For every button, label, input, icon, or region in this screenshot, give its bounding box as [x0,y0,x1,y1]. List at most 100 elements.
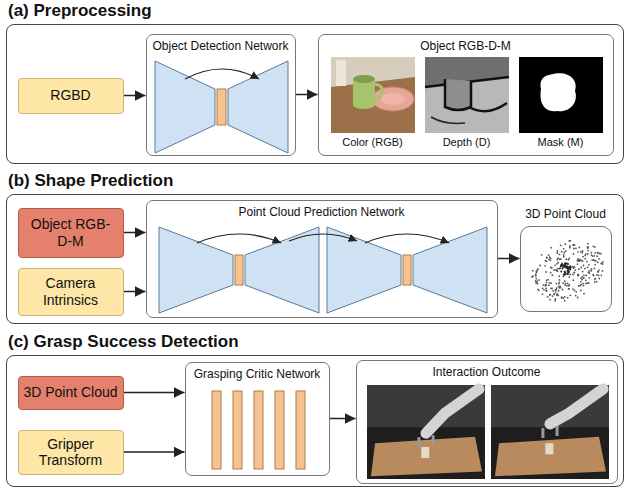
illustration-part [531,269,533,271]
illustration-part [582,284,584,286]
illustration-part [600,262,602,264]
illustration-part [581,250,583,252]
illustration-part [569,268,571,270]
illustration-part [547,254,549,256]
illustration-part [560,270,562,272]
illustration-part [569,266,571,268]
illustration-part [560,296,562,298]
illustration-part [534,275,536,277]
illustration-part [535,277,537,279]
illustration-part [421,447,429,458]
illustration-part [545,281,547,283]
illustration-part [551,274,553,276]
illustration-part [584,279,586,281]
flow-arrow [124,232,146,234]
illustration-part [569,245,571,247]
illustration-part [565,284,567,286]
illustration-part [560,263,562,265]
illustration-part [594,277,596,279]
illustration-part [563,299,565,301]
illustration-part [563,296,565,298]
illustration-part [546,296,548,298]
illustration-part [425,57,509,133]
illustration-part [596,255,598,257]
illustration-part [546,257,548,259]
illustration-part [582,282,584,284]
illustration-part [593,267,595,269]
illustration-part [594,251,596,253]
illustration-part [556,250,558,252]
illustration-part [556,293,558,295]
illustration-part [593,278,595,280]
illustration-part [563,263,565,265]
illustration-part [594,260,596,262]
illustration-part [592,273,594,275]
illustration-part [571,265,573,267]
illustration-part [595,280,597,282]
illustration-part [567,267,569,269]
illustration-part [550,282,552,284]
panel-heading: (a) Preprocessing [8,1,152,21]
illustration-part [575,290,577,292]
illustration-part [588,276,590,278]
illustration-part [586,266,588,268]
illustration-part [591,259,593,261]
illustration-part [534,280,536,282]
illustration-part [557,289,559,291]
illustration [521,227,613,313]
illustration-part [553,293,555,295]
illustration [357,361,619,485]
illustration-part [550,287,552,289]
illustration-part [578,268,580,270]
illustration-part [558,275,560,277]
illustration-part [572,288,574,290]
illustration-part [593,281,595,283]
illustration-part [587,263,589,265]
illustration-part [296,391,305,469]
illustration-part [574,269,576,271]
flow-arrow [296,94,318,96]
illustration-part [554,299,556,301]
illustration-part [534,273,536,275]
illustration-part [576,263,578,265]
illustration-part [544,259,546,261]
illustration-part [548,256,550,258]
illustration-part [545,256,547,258]
illustration-part [545,443,553,454]
illustration-part [549,293,551,295]
box-label: RGBD [50,87,90,103]
illustration-part [596,274,598,276]
illustration-part [574,294,576,296]
illustration-part [544,264,546,266]
illustration-part [573,271,575,273]
illustration-part [185,69,259,79]
illustration-part [371,436,482,475]
image-caption: Mask (M) [538,136,584,148]
illustration-part [551,287,553,289]
illustration-part [155,61,215,153]
illustration-part [375,84,382,98]
box-heading: Interaction Outcome [432,365,540,379]
illustration-part [568,284,570,286]
output-box: Object RGB-D-MColor (RGB)Depth (D)Mask (… [318,34,614,156]
box-heading: Object RGB-D-M [420,39,511,53]
illustration-part [538,279,540,281]
illustration-part [563,266,565,268]
illustration-part [554,289,556,291]
illustration-part [555,282,557,284]
illustration-part [564,282,566,284]
illustration-part [563,264,565,266]
illustration-part [590,251,592,253]
illustration-part [545,289,547,291]
illustration-part [558,267,560,269]
illustration-part [578,246,580,248]
box-heading: Point Cloud Prediction Network [238,205,404,219]
illustration-part [562,255,564,257]
image-caption: Depth (D) [443,136,491,148]
illustration-part [598,277,600,279]
illustration-part [569,240,571,242]
illustration-part [560,297,562,299]
illustration-part [586,246,588,248]
illustration-part [576,259,578,261]
illustration-part [569,294,571,296]
